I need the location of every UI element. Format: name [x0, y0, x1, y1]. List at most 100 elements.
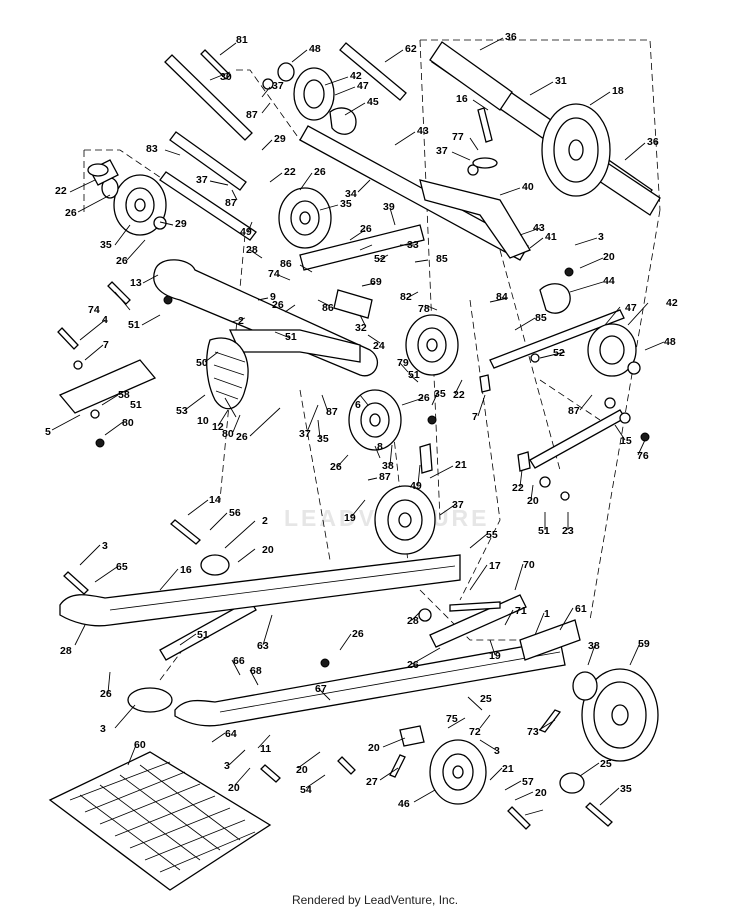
- callout-26: 26: [272, 299, 284, 311]
- callout-20: 19: [344, 512, 356, 524]
- callout-75: 72: [469, 726, 481, 738]
- callout-38: 21: [455, 459, 467, 471]
- wheel-35-center: [405, 314, 459, 376]
- callout-49: 20: [527, 495, 539, 507]
- callout-40: 40: [522, 181, 534, 193]
- callout-87: 87: [246, 109, 258, 121]
- callout-17: 70: [523, 559, 535, 571]
- callout-21: 87: [379, 471, 391, 483]
- callout-58: 51: [130, 399, 142, 411]
- spacer-56: [200, 554, 230, 576]
- callout-49: 49: [240, 226, 252, 238]
- callout-15: 76: [637, 450, 649, 462]
- callout-3: 25: [480, 693, 492, 705]
- callout-60: 64: [225, 728, 237, 740]
- callout-35: 26: [330, 461, 342, 473]
- callout-26: 22: [453, 389, 465, 401]
- callout-20: 20: [603, 251, 615, 263]
- callout-54: 27: [366, 776, 378, 788]
- shaft-30: [164, 54, 253, 141]
- rail-end-71: [519, 619, 581, 661]
- wheel-38-lower: [572, 668, 659, 762]
- callout-45: 45: [367, 96, 379, 108]
- callout-51: 51: [128, 319, 140, 331]
- callout-78: 78: [418, 303, 430, 315]
- callout-22: 22: [284, 166, 296, 178]
- callout-85: 85: [535, 312, 547, 324]
- callout-53: 10: [197, 415, 209, 427]
- callout-51: 35: [434, 388, 446, 400]
- callout-25: 75: [446, 713, 458, 725]
- callout-87: 87: [568, 405, 580, 417]
- callout-48: 48: [309, 43, 321, 55]
- callout-87: 87: [225, 197, 237, 209]
- callout-71: 1: [544, 608, 550, 620]
- callout-86: 86: [322, 302, 334, 314]
- callout-29: 29: [175, 218, 187, 230]
- link-6: [58, 359, 157, 414]
- callout-28: 26: [407, 659, 419, 671]
- callout-26: 26: [314, 166, 326, 178]
- callout-36: 36: [505, 31, 517, 43]
- wheel-35-lower-center: [348, 389, 402, 451]
- callout-26: 26: [65, 207, 77, 219]
- callout-26: 26: [116, 255, 128, 267]
- callout-38: 59: [638, 638, 650, 650]
- callout-leaders: [51, 37, 665, 816]
- wheel-35-left: [89, 159, 167, 236]
- wheel-38-upper: [374, 485, 436, 555]
- callout-20: 20: [228, 782, 240, 794]
- callout-61: 28: [60, 645, 72, 657]
- callout-57: 20: [535, 787, 547, 799]
- rail-right: [174, 639, 566, 727]
- callout-24: 24: [373, 340, 385, 352]
- callout-20: 3: [102, 540, 108, 552]
- callout-26: 67: [315, 683, 327, 695]
- callout-55: 20: [262, 544, 274, 556]
- callout-44: 44: [603, 275, 615, 287]
- callout-3: 3: [224, 760, 230, 772]
- callout-72: 73: [527, 726, 539, 738]
- callout-84: 84: [496, 291, 508, 303]
- callout-82: 82: [400, 291, 412, 303]
- callout-21: 25: [600, 758, 612, 770]
- callout-28: 28: [246, 244, 258, 256]
- callout-26: 26: [360, 223, 372, 235]
- shaft-39: [299, 224, 425, 271]
- callout-36: 36: [647, 136, 659, 148]
- callout-13: 13: [130, 277, 142, 289]
- callout-67: 3: [100, 723, 106, 735]
- callout-26: 87: [326, 406, 338, 418]
- callout-4: 4: [102, 314, 108, 326]
- callout-35: 26: [418, 392, 430, 404]
- callout-47: 47: [625, 302, 637, 314]
- callout-16: 16: [456, 93, 468, 105]
- callout-6: 5: [45, 426, 51, 438]
- rod-52: [489, 309, 625, 369]
- shaft-83: [169, 131, 247, 191]
- bracket-32: [333, 289, 373, 319]
- callout-1: 61: [575, 603, 587, 615]
- callout-35: 35: [340, 198, 352, 210]
- callout-labels: 81 48 62 36 30 42 47 37 45 87 31 18 16 2…: [45, 31, 678, 810]
- callout-22: 22: [55, 185, 67, 197]
- callout-74: 74: [268, 268, 280, 280]
- callout-7: 7: [103, 339, 109, 351]
- callout-68: 26: [100, 688, 112, 700]
- shaft-62: [339, 42, 407, 101]
- callout-42: 42: [666, 297, 678, 309]
- callout-19: 38: [588, 640, 600, 652]
- callout-43: 43: [417, 125, 429, 137]
- callout-34: 34: [345, 188, 357, 200]
- callout-51: 51: [285, 331, 297, 343]
- callout-14: 56: [229, 507, 241, 519]
- cap-67: [127, 687, 173, 713]
- callout-69: 69: [370, 276, 382, 288]
- callout-80: 37: [299, 428, 311, 440]
- callout-65: 16: [180, 564, 192, 576]
- spring-44: [539, 283, 571, 314]
- callout-56: 2: [262, 515, 268, 527]
- callout-35: 35: [100, 239, 112, 251]
- callout-26: 38: [382, 460, 394, 472]
